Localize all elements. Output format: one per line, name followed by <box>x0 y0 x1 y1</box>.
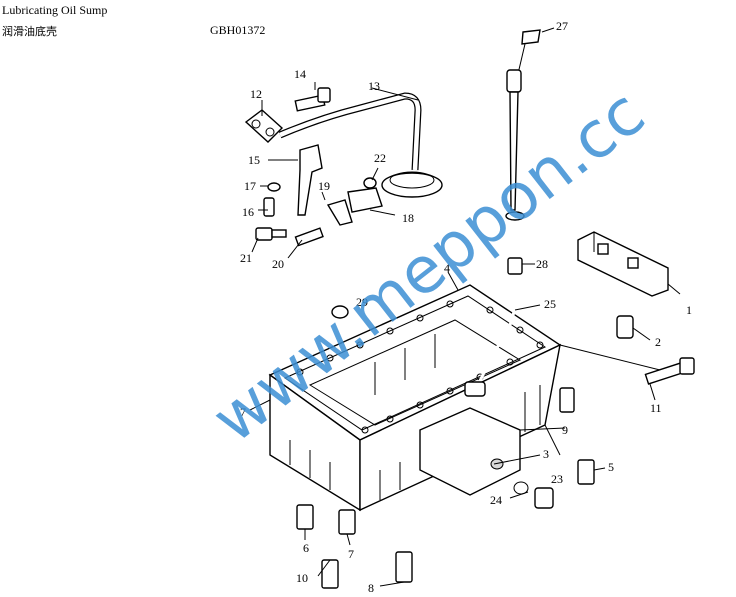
plate-18 <box>347 187 383 213</box>
callout-3: 3 <box>543 447 549 461</box>
washer-22 <box>363 177 377 189</box>
diagram-code: GBH01372 <box>210 23 266 37</box>
callout-27: 27 <box>556 19 568 33</box>
callout-18: 18 <box>402 211 414 225</box>
support-bracket <box>297 144 323 216</box>
callout-29: 29 <box>356 295 368 309</box>
callout-25: 25 <box>544 297 556 311</box>
callout-8: 8 <box>368 581 374 595</box>
callout-10: 10 <box>296 571 308 585</box>
callout-21: 21 <box>240 251 252 265</box>
callout-23: 23 <box>551 472 563 486</box>
callout-12: 12 <box>250 87 262 101</box>
callout-5: 5 <box>608 460 614 474</box>
callout-14: 14 <box>294 67 306 81</box>
callout-7-lower: 7 <box>348 547 354 561</box>
diagram-title-en: Lubricating Oil Sump <box>2 3 108 17</box>
callout-7-upper: 7 <box>240 405 246 419</box>
callout-6: 6 <box>303 541 309 555</box>
callout-labels: 27 14 13 12 15 22 17 19 16 18 21 20 4 28… <box>240 19 692 595</box>
callout-17: 17 <box>244 179 256 193</box>
callout-2: 2 <box>655 335 661 349</box>
callout-28: 28 <box>536 257 548 271</box>
callout-11: 11 <box>650 401 662 415</box>
leader-lines <box>249 27 681 587</box>
callout-24: 24 <box>490 493 502 507</box>
callout-20: 20 <box>272 257 284 271</box>
part-1-rail <box>577 231 669 297</box>
callout-4: 4 <box>444 261 450 275</box>
washer-17 <box>267 182 281 192</box>
oil-sump <box>268 284 562 512</box>
callout-9: 9 <box>562 423 568 437</box>
callout-1: 1 <box>686 303 692 317</box>
callout-15: 15 <box>248 153 260 167</box>
clamp-19 <box>326 199 353 226</box>
dipstick-assembly <box>464 29 541 397</box>
callout-19: 19 <box>318 179 330 193</box>
callout-16: 16 <box>242 205 254 219</box>
callout-22: 22 <box>374 151 386 165</box>
diagram-title-zh: 润滑油底壳 <box>2 25 57 38</box>
oil-pickup-pipe <box>244 92 443 198</box>
callout-13: 13 <box>368 79 380 93</box>
